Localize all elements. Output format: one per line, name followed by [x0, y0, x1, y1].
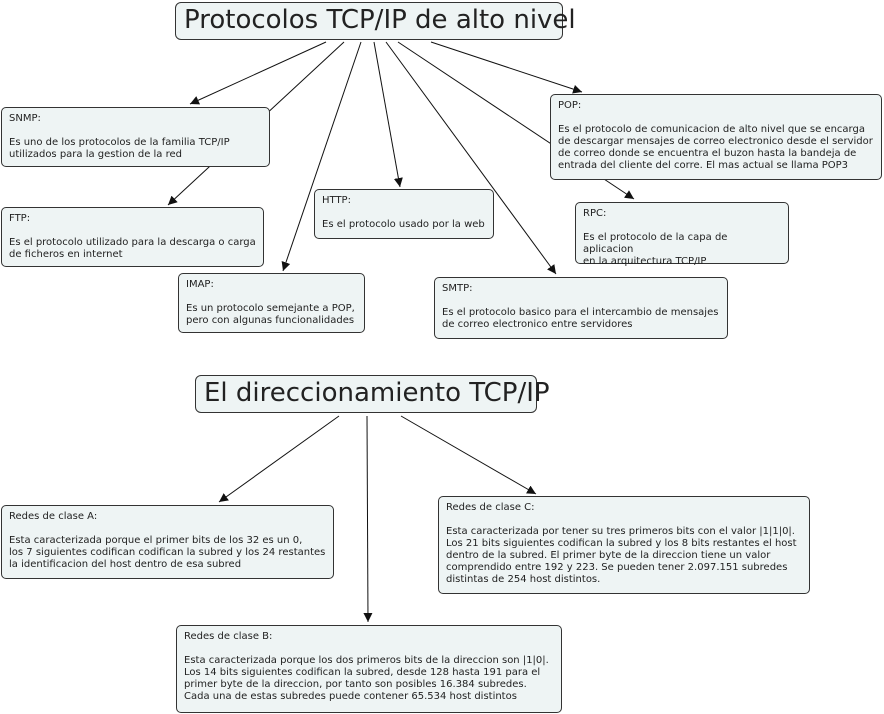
title-protocolos: Protocolos TCP/IP de alto nivel [175, 2, 576, 40]
node-pop-body: Es el protocolo de comunicacion de alto … [558, 124, 873, 171]
title-direccionamiento: El direccionamiento TCP/IP [195, 375, 550, 413]
node-clase-c-title: Redes de clase C: [446, 502, 535, 513]
node-smtp: SMTP: Es el protocolo basico para el int… [434, 277, 728, 339]
node-imap-body: Es un protocolo semejante a POP, pero co… [186, 303, 355, 326]
node-rpc-title: RPC: [583, 208, 607, 219]
node-smtp-body: Es el protocolo basico para el intercamb… [442, 307, 719, 330]
node-pop: POP: Es el protocolo de comunicacion de … [550, 94, 882, 180]
node-clase-a: Redes de clase A: Esta caracterizada por… [1, 505, 334, 579]
node-imap: IMAP: Es un protocolo semejante a POP, p… [178, 273, 365, 333]
node-http: HTTP: Es el protocolo usado por la web [314, 189, 494, 239]
node-rpc: RPC: Es el protocolo de la capa de aplic… [575, 202, 789, 267]
edge-protocolos-http [373, 41, 403, 188]
node-clase-c: Redes de clase C: Esta caracterizada por… [438, 496, 810, 594]
node-clase-b: Redes de clase B: Esta caracterizada por… [176, 625, 562, 713]
node-http-title: HTTP: [322, 195, 351, 206]
node-clase-a-body: Esta caracterizada porque el primer bits… [9, 535, 326, 570]
edge-protocolos-pop [430, 41, 583, 94]
node-ftp-body: Es el protocolo utilizado para la descar… [9, 237, 256, 260]
node-imap-title: IMAP: [186, 279, 214, 290]
node-ftp: FTP: Es el protocolo utilizado para la d… [1, 207, 264, 267]
title-protocolos-text: Protocolos TCP/IP de alto nivel [184, 5, 576, 35]
node-pop-title: POP: [558, 100, 582, 111]
edge-protocolos-imap [281, 41, 362, 272]
title-direccionamiento-text: El direccionamiento TCP/IP [204, 378, 550, 408]
node-snmp-title: SNMP: [9, 113, 41, 124]
edge-direccionamiento-a [218, 415, 340, 503]
node-clase-b-title: Redes de clase B: [184, 631, 273, 642]
node-clase-a-title: Redes de clase A: [9, 511, 98, 522]
node-clase-c-body: Esta caracterizada por tener su tres pri… [446, 526, 797, 585]
node-rpc-body: Es el protocolo de la capa de aplicacion… [583, 232, 728, 267]
node-snmp: SNMP: Es uno de los protocolos de la fam… [1, 107, 270, 167]
node-ftp-title: FTP: [9, 213, 31, 224]
node-snmp-body: Es uno de los protocolos de la familia T… [9, 137, 230, 160]
edge-protocolos-snmp [189, 41, 327, 105]
node-clase-b-body: Esta caracterizada porque los dos primer… [184, 655, 549, 702]
node-smtp-title: SMTP: [442, 283, 473, 294]
node-http-body: Es el protocolo usado por la web [322, 219, 485, 230]
edge-direccionamiento-c [400, 415, 537, 495]
edge-protocolos-smtp [385, 41, 557, 275]
edge-direccionamiento-b [363, 415, 373, 623]
